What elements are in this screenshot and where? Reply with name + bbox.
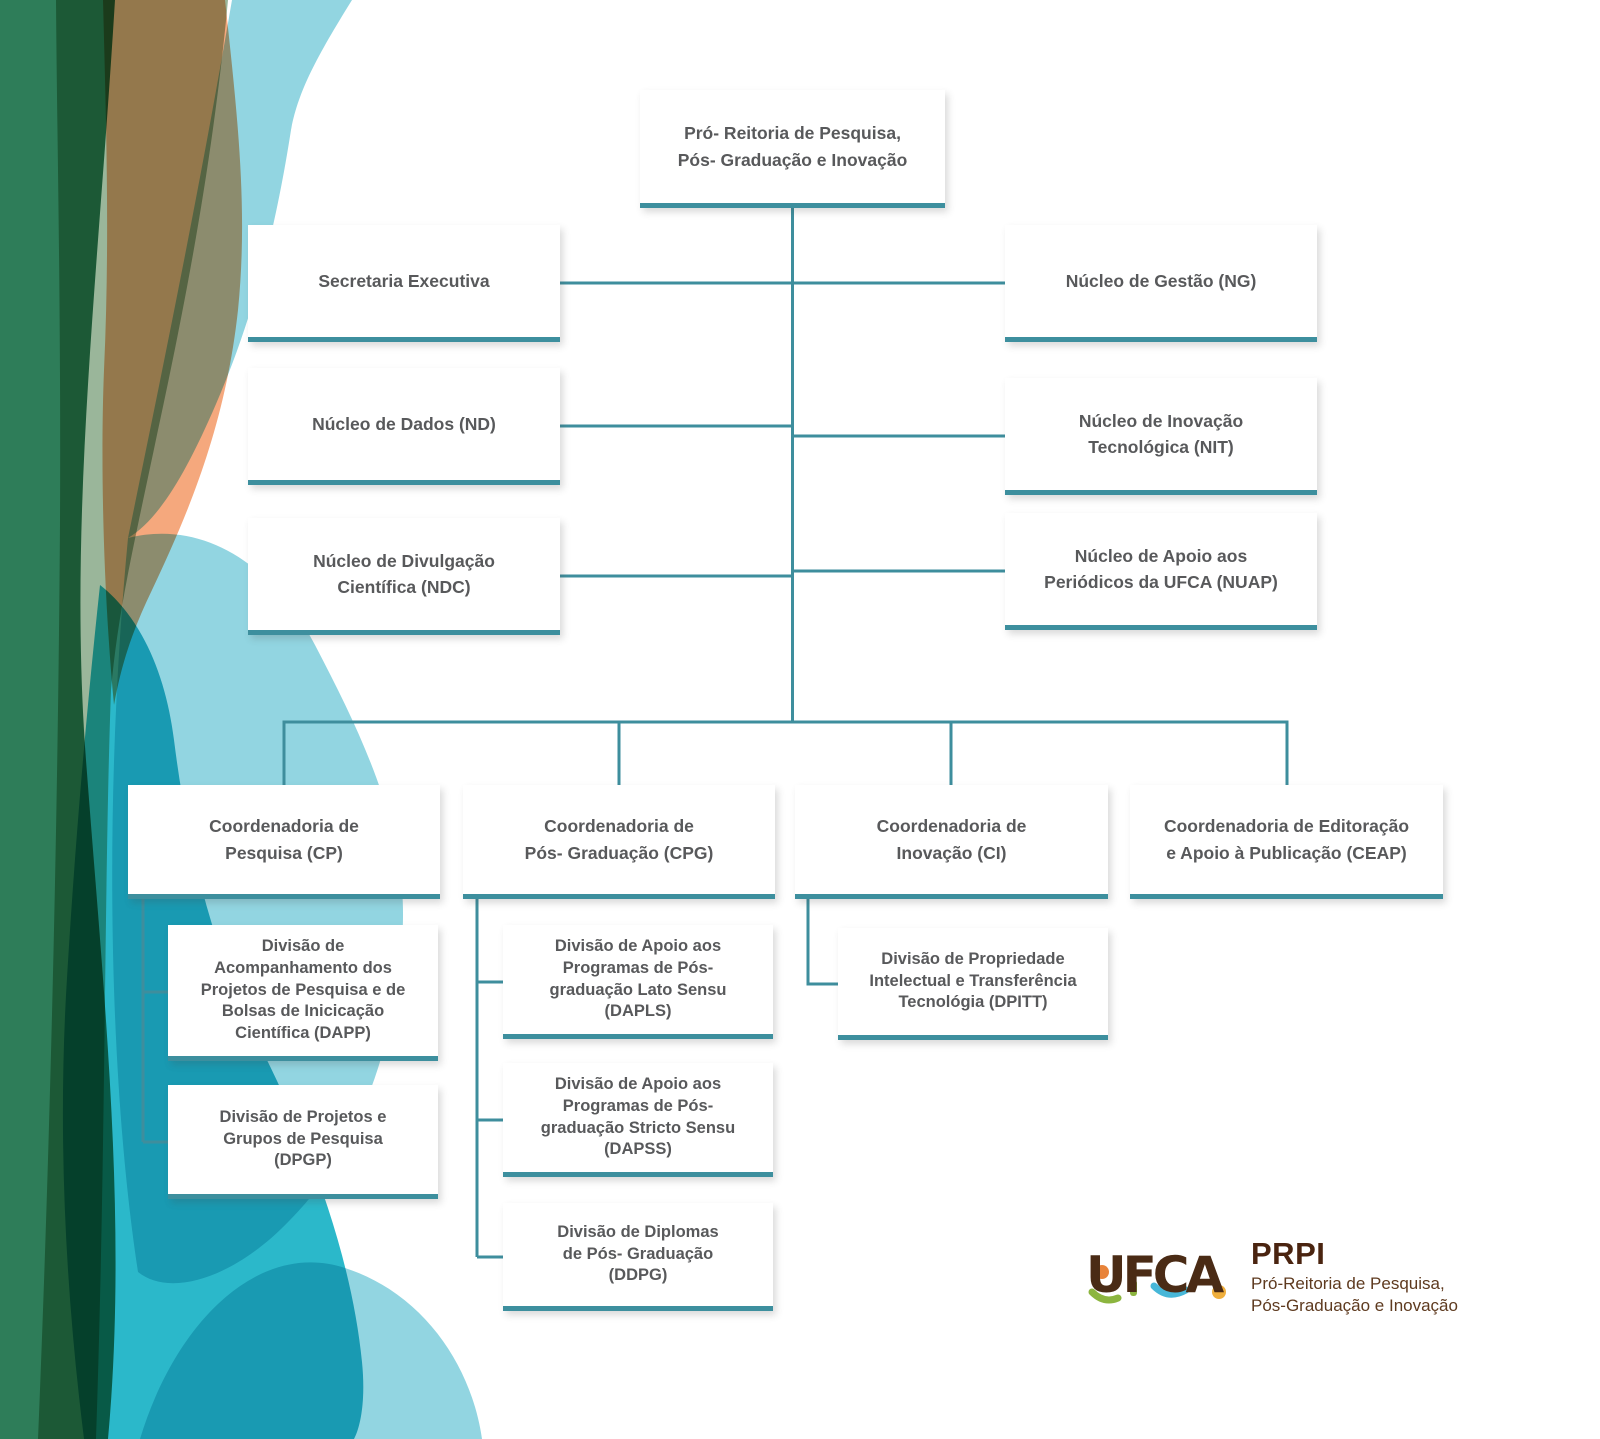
ufca-prpi-logo: UFCA PRPI Pró-Reitoria de Pesquisa, Pós-… — [1086, 1236, 1486, 1348]
logo-subtitle: Pró-Reitoria de Pesquisa, Pós-Graduação … — [1251, 1273, 1458, 1315]
svg-text:UFCA: UFCA — [1086, 1246, 1224, 1304]
org-node-divisao-ddpg: Divisão de Diplomas de Pós- Graduação (D… — [503, 1203, 773, 1311]
org-node-divisao-dapp: Divisão de Acompanhamento dos Projetos d… — [168, 925, 438, 1061]
org-node-divisao-dpgp: Divisão de Projetos e Grupos de Pesquisa… — [168, 1085, 438, 1199]
logo-unit-acronym: PRPI — [1251, 1236, 1326, 1271]
org-node-nucleo-inovacao-tecnologica: Núcleo de Inovação Tecnológica (NIT) — [1005, 378, 1317, 495]
org-node-root: Pró- Reitoria de Pesquisa, Pós- Graduaçã… — [640, 90, 945, 208]
ufca-logo-icon: UFCA — [1086, 1246, 1228, 1304]
org-node-nucleo-de-gestao: Núcleo de Gestão (NG) — [1005, 225, 1317, 342]
org-node-divisao-dpitt: Divisão de Propriedade Intelectual e Tra… — [838, 928, 1108, 1040]
org-node-secretaria-executiva: Secretaria Executiva — [248, 225, 560, 342]
org-node-coordenadoria-inovacao: Coordenadoria de Inovação (CI) — [795, 785, 1108, 899]
org-node-coordenadoria-pesquisa: Coordenadoria de Pesquisa (CP) — [128, 785, 440, 899]
org-node-divisao-dapls: Divisão de Apoio aos Programas de Pós- g… — [503, 925, 773, 1039]
logo-text-block: PRPI Pró-Reitoria de Pesquisa, Pós-Gradu… — [1251, 1236, 1458, 1317]
org-node-coordenadoria-editoracao: Coordenadoria de Editoração e Apoio à Pu… — [1130, 785, 1443, 899]
org-node-divisao-dapss: Divisão de Apoio aos Programas de Pós- g… — [503, 1063, 773, 1177]
org-node-nucleo-apoio-periodicos: Núcleo de Apoio aos Periódicos da UFCA (… — [1005, 513, 1317, 630]
org-node-coordenadoria-pos-graduacao: Coordenadoria de Pós- Graduação (CPG) — [463, 785, 775, 899]
org-node-nucleo-de-dados: Núcleo de Dados (ND) — [248, 368, 560, 485]
org-node-nucleo-divulgacao-cientifica: Núcleo de Divulgação Científica (NDC) — [248, 518, 560, 635]
